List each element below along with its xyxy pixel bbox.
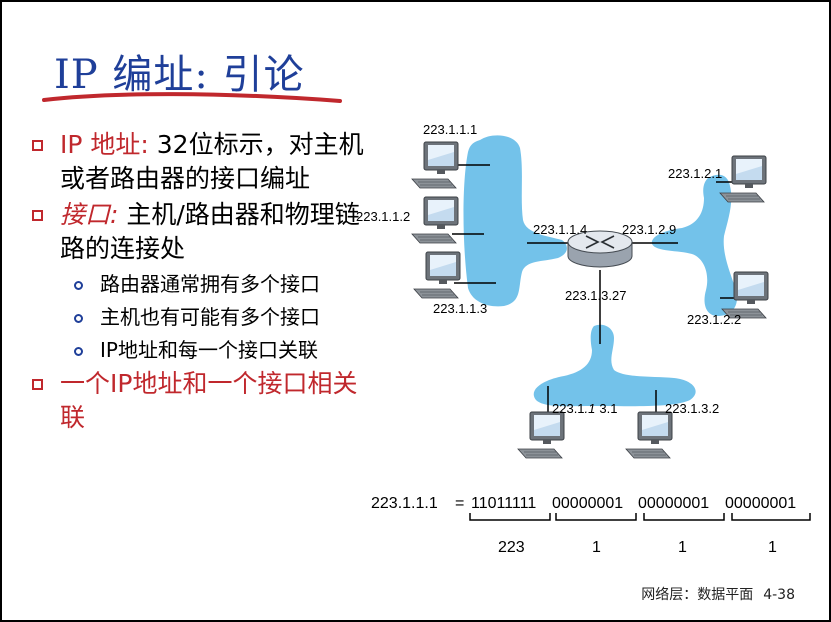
bullet-text: 32位标示，对主机或者路由器的接口编址 <box>60 130 364 193</box>
link-lines <box>452 164 740 412</box>
slide-footer: 网络层：数据平面 4-38 <box>641 584 795 604</box>
binary-octet: 00000001 <box>725 495 796 512</box>
bullet-label: IP 地址: <box>60 130 149 159</box>
decimal-octet: 1 <box>678 539 687 556</box>
ip-label: 223.1.2.9 <box>622 222 676 237</box>
sub-bullet: IP地址和每一个接口关联 <box>32 334 372 367</box>
ip-label: 223.1.2.2 <box>687 312 741 327</box>
host-computer-icon <box>413 251 461 299</box>
footer-section: 网络层：数据平面 <box>641 587 754 603</box>
square-bullet-icon <box>32 210 43 221</box>
bullet-list: IP 地址: 32位标示，对主机或者路由器的接口编址 接口: 主机/路由器和物理… <box>32 128 372 437</box>
ip-label: 223.1.1.2 <box>356 209 410 224</box>
sub-bullet-text: 路由器通常拥有多个接口 <box>100 272 320 296</box>
router-icon <box>567 230 633 268</box>
square-bullet-icon <box>32 140 43 151</box>
page-number: 4-38 <box>763 587 795 603</box>
decimal-octet: 1 <box>592 539 601 556</box>
bullet-interface: 接口: 主机/路由器和物理链路的连接处 <box>32 198 372 266</box>
bullet-text: 主机/路由器和物理链路的连接处 <box>60 200 360 263</box>
ip-label: 223.1.1.1 <box>423 122 477 137</box>
ip-label: 223.1.3.27 <box>565 288 626 303</box>
title-underline <box>42 92 342 103</box>
equals-sign: = <box>455 495 464 512</box>
circle-bullet-icon <box>74 347 83 356</box>
bullet-one-to-one: 一个IP地址和一个接口相关联 <box>32 367 372 435</box>
binary-octet: 00000001 <box>552 495 623 512</box>
ip-label: 223.1.1.3 <box>433 301 487 316</box>
host-computer-icon <box>411 196 459 244</box>
subnet-blob-left <box>463 135 567 307</box>
host-computer-icon <box>625 411 673 459</box>
slide-title: IP 编址: 引论 <box>54 52 305 98</box>
ip-label: 223.1.3.2 <box>665 401 719 416</box>
binary-breakdown: 223.1.1.1 = 11011111 00000001 00000001 0… <box>371 495 811 556</box>
octet-brackets <box>469 513 811 521</box>
subnet-blob-bottom <box>533 324 696 407</box>
ip-label: 223.1.1.4 <box>533 222 587 237</box>
binary-octet: 11011111 <box>471 495 536 512</box>
decimal-octet: 223 <box>498 539 525 556</box>
bullet-label: 接口: <box>60 200 119 229</box>
subnet-blob-right <box>651 174 738 316</box>
decimal-octet: 1 <box>768 539 777 556</box>
square-bullet-icon <box>32 379 43 390</box>
circle-bullet-icon <box>74 281 83 290</box>
host-computer-icon <box>411 141 459 189</box>
ip-label: 223.1.2.1 <box>668 166 722 181</box>
dotted-address: 223.1.1.1 <box>371 495 438 512</box>
bullet-ip-address: IP 地址: 32位标示，对主机或者路由器的接口编址 <box>32 128 372 196</box>
host-computer-icon <box>517 411 565 459</box>
sub-bullet: 路由器通常拥有多个接口 <box>32 268 372 301</box>
sub-bullet-text: IP地址和每一个接口关联 <box>100 338 318 362</box>
binary-octet: 00000001 <box>638 495 709 512</box>
sub-bullet-text: 主机也有可能有多个接口 <box>100 305 320 329</box>
circle-bullet-icon <box>74 314 83 323</box>
sub-bullet: 主机也有可能有多个接口 <box>32 301 372 334</box>
bullet-label: 一个IP地址和一个接口相关联 <box>60 369 358 432</box>
